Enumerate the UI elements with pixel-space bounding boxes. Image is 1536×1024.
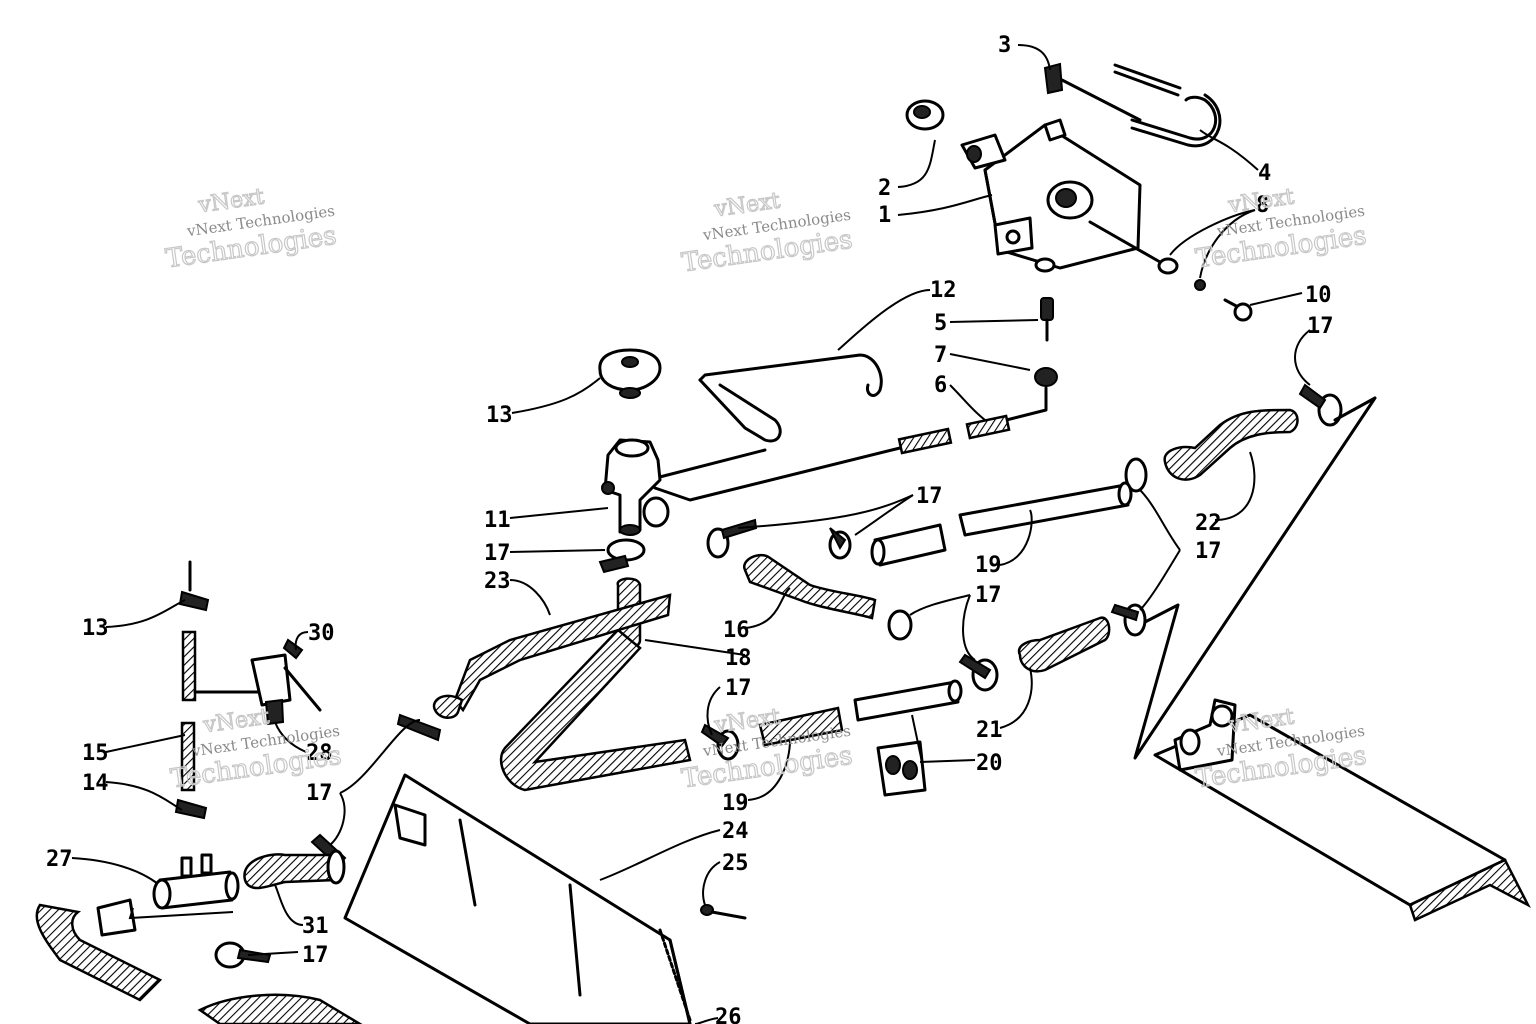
part-filler-neck [601, 438, 670, 536]
callout-17-left: 17 [306, 781, 333, 806]
callout-12: 13 [486, 403, 513, 428]
watermark-top-center: vNext vNext Technologies Technologies [679, 188, 855, 279]
callout-30: 30 [308, 621, 335, 646]
callout-2: 2 [878, 176, 891, 201]
callout-5: 5 [934, 311, 947, 336]
callout-28: 28 [306, 741, 333, 766]
callout-10: 10 [1305, 283, 1332, 308]
callout-13: 12 [930, 278, 957, 303]
callout-17-bottom-left: 17 [302, 943, 329, 968]
part-clip-block [876, 740, 927, 797]
callout-19-bottom: 19 [722, 791, 749, 816]
callout-21: 21 [976, 718, 1003, 743]
watermark-top-right: vNext vNext Technologies Technologies [1193, 184, 1369, 275]
part-tee-fitting [35, 849, 398, 1024]
callout-labels: 3 2 1 4 8 10 17 12 5 7 6 13 11 17 23 17 … [46, 33, 1334, 1024]
callout-24: 24 [722, 819, 749, 844]
part-tube-19 [758, 481, 1133, 747]
part-u-bolt [1113, 63, 1222, 148]
watermark-bottom-left: vNext vNext Technologies Technologies [168, 704, 344, 795]
callout-15: 15 [82, 741, 109, 766]
callout-11: 11 [484, 508, 511, 533]
callout-16: 16 [723, 618, 750, 643]
callout-20: 20 [976, 751, 1003, 776]
part-radiator-cap [598, 348, 662, 399]
callout-1: 1 [878, 203, 891, 228]
watermark-top-left: vNext vNext Technologies Technologies [163, 184, 339, 275]
callout-25: 25 [722, 851, 749, 876]
callout-17-top-right: 17 [1307, 314, 1334, 339]
part-fitting [1043, 62, 1142, 122]
callout-17-filler: 17 [484, 541, 511, 566]
part-hose-21 [1017, 616, 1111, 673]
callout-3: 3 [998, 33, 1011, 58]
part-screw [700, 904, 747, 920]
callout-27: 27 [46, 847, 73, 872]
part-bracket-tank [983, 118, 1142, 273]
part-washer-bolt [1088, 220, 1253, 322]
callout-14-bottom: 14 [82, 771, 109, 796]
callout-17-mid: 17 [975, 583, 1002, 608]
part-right-radiator [1133, 396, 1531, 922]
callout-22: 22 [1195, 511, 1222, 536]
callout-14-top: 13 [82, 616, 109, 641]
callout-6: 6 [934, 373, 947, 398]
callout-23: 23 [484, 569, 511, 594]
leader-lines [71, 44, 1311, 1024]
callout-18: 18 [725, 646, 752, 671]
callout-17-right: 17 [1195, 539, 1222, 564]
part-clamp-filler [598, 538, 646, 574]
callout-31: 31 [302, 914, 329, 939]
part-center-radiator [343, 773, 692, 1024]
part-pipe-assembly [432, 577, 692, 792]
callout-4: 4 [1258, 161, 1271, 186]
part-cap-nut [905, 99, 1007, 170]
callout-17-lower: 17 [725, 676, 752, 701]
callout-19-top: 19 [975, 553, 1002, 578]
part-petcock-assembly [174, 560, 322, 820]
callout-26: 26 [715, 1005, 742, 1024]
part-clamp-group [214, 383, 1343, 969]
part-rod-bracket [646, 353, 883, 482]
part-hose-22 [1163, 408, 1299, 481]
part-hose-16 [743, 553, 877, 620]
part-fitting-stack [653, 297, 1058, 502]
callout-7: 7 [934, 343, 947, 368]
callout-8: 8 [1256, 193, 1269, 218]
callout-17-center: 17 [916, 484, 943, 509]
